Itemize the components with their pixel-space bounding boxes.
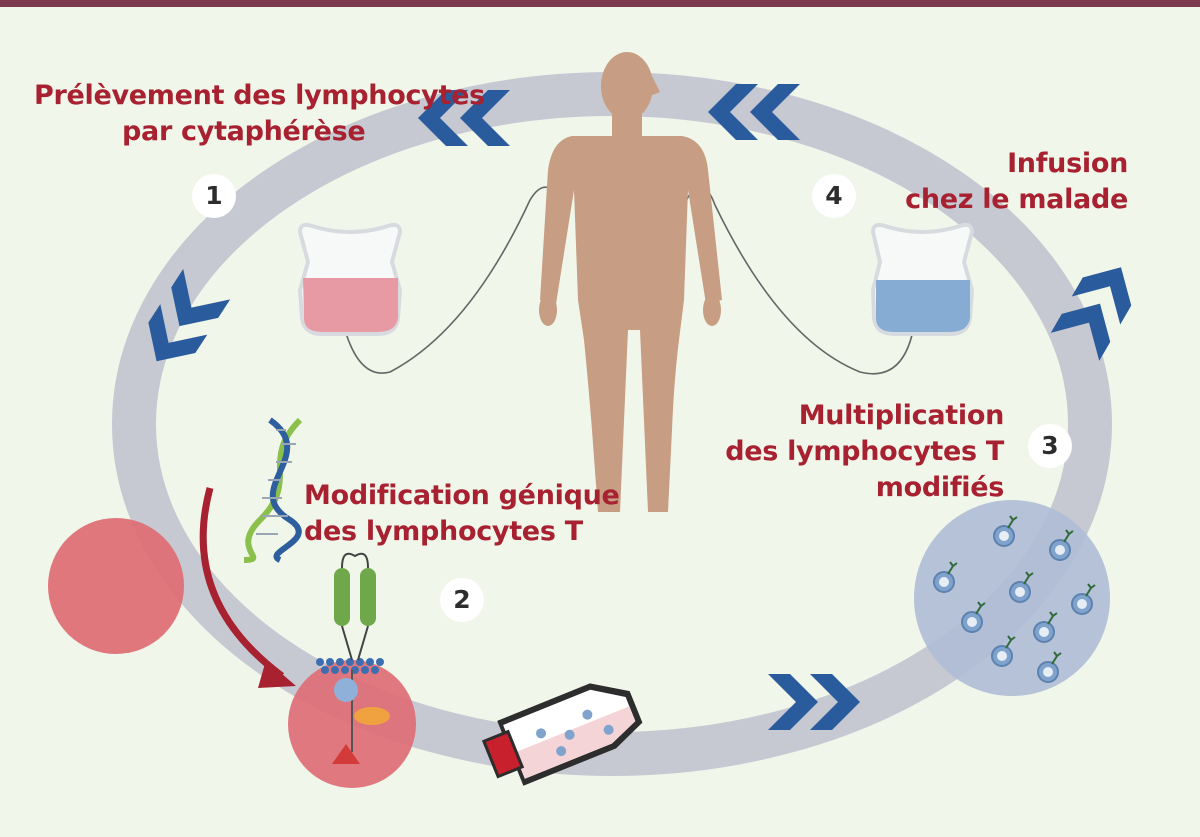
step-1-number-badge: 1 xyxy=(192,174,236,218)
step-1-line2: par cytaphérèse xyxy=(122,116,366,147)
transduction-arrowhead xyxy=(258,660,296,688)
step-2-line2: des lymphocytes T xyxy=(304,516,583,547)
step-1-line1: Prélèvement des lymphocytes xyxy=(34,80,485,111)
step-3-line2: des lymphocytes T xyxy=(725,436,1004,467)
step-3-label: Multiplication des lymphocytes T modifié… xyxy=(725,398,1004,506)
step-3-number-badge: 3 xyxy=(1028,424,1072,468)
car-receptor-icon xyxy=(288,552,416,788)
step-3-line1: Multiplication xyxy=(798,400,1005,431)
step-4-number-badge: 4 xyxy=(812,174,856,218)
step-2-number-badge: 2 xyxy=(440,578,484,622)
human-body-icon xyxy=(539,52,722,512)
step-4-line2: chez le malade xyxy=(905,184,1128,215)
step-4-label: Infusion chez le malade xyxy=(905,146,1128,218)
step-2-line1: Modification génique xyxy=(304,480,620,511)
cell-icon-tumor xyxy=(48,518,184,654)
tube-left xyxy=(344,186,566,374)
top-rule xyxy=(0,0,1200,7)
step-2-label: Modification génique des lymphocytes T xyxy=(304,478,620,550)
expanded-cells-sphere xyxy=(914,500,1110,696)
dna-helix-icon xyxy=(243,417,303,563)
step-1-label: Prélèvement des lymphocytes par cytaphér… xyxy=(34,78,485,150)
step-3-line3: modifiés xyxy=(875,472,1005,503)
blood-bag-icon-red xyxy=(297,222,403,336)
blood-bag-icon-blue xyxy=(870,222,975,336)
transduction-arrow xyxy=(199,487,285,679)
step-4-line1: Infusion xyxy=(1007,148,1128,179)
culture-flask-icon xyxy=(481,683,643,786)
